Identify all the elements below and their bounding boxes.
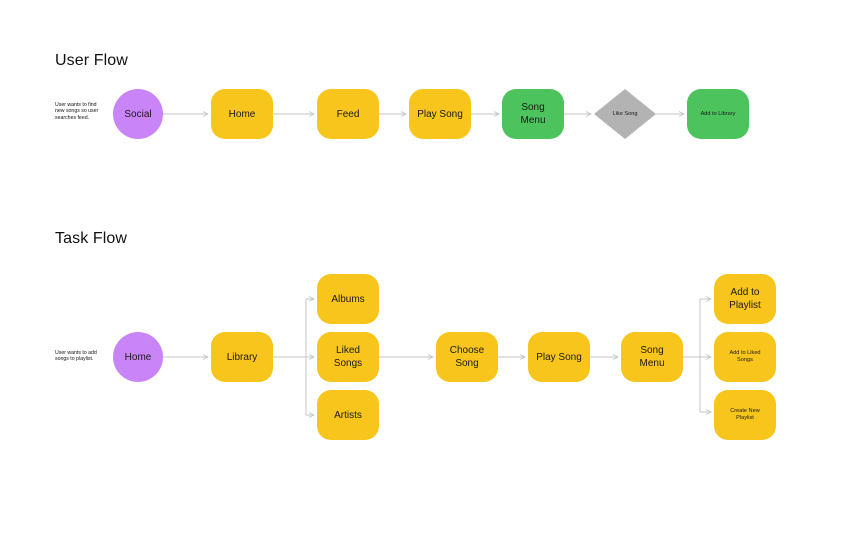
user-flow-title: User Flow <box>55 52 128 69</box>
tf-add-to-liked-songs-node: Add to Liked Songs <box>714 332 776 382</box>
tf-add-to-playlist-node: Add to Playlist <box>714 274 776 324</box>
uf-song-menu-node: Song Menu <box>502 89 564 139</box>
tf-liked-songs-node: Liked Songs <box>317 332 379 382</box>
tf-create-new-playlist-node: Create New Playlist <box>714 390 776 440</box>
uf-like-song-decision: Like Song <box>594 89 656 139</box>
tf-home-node: Home <box>113 332 163 382</box>
tf-choose-song-node: Choose Song <box>436 332 498 382</box>
tf-albums-node: Albums <box>317 274 379 324</box>
uf-play-song-node: Play Song <box>409 89 471 139</box>
uf-home-node: Home <box>211 89 273 139</box>
tf-library-node: Library <box>211 332 273 382</box>
uf-feed-node: Feed <box>317 89 379 139</box>
decision-diamond-shape <box>594 89 656 139</box>
tf-song-menu-node: Song Menu <box>621 332 683 382</box>
user-flow-description: User wants to find new songs so user sea… <box>55 102 99 121</box>
uf-social-node: Social <box>113 89 163 139</box>
uf-add-to-library-node: Add to Library <box>687 89 749 139</box>
task-flow-description: User wants to add songs to playlist. <box>55 350 97 363</box>
task-flow-title: Task Flow <box>55 230 128 247</box>
tf-play-song-node: Play Song <box>528 332 590 382</box>
uf-like-song-label: Like Song <box>612 111 638 117</box>
tf-artists-node: Artists <box>317 390 379 440</box>
